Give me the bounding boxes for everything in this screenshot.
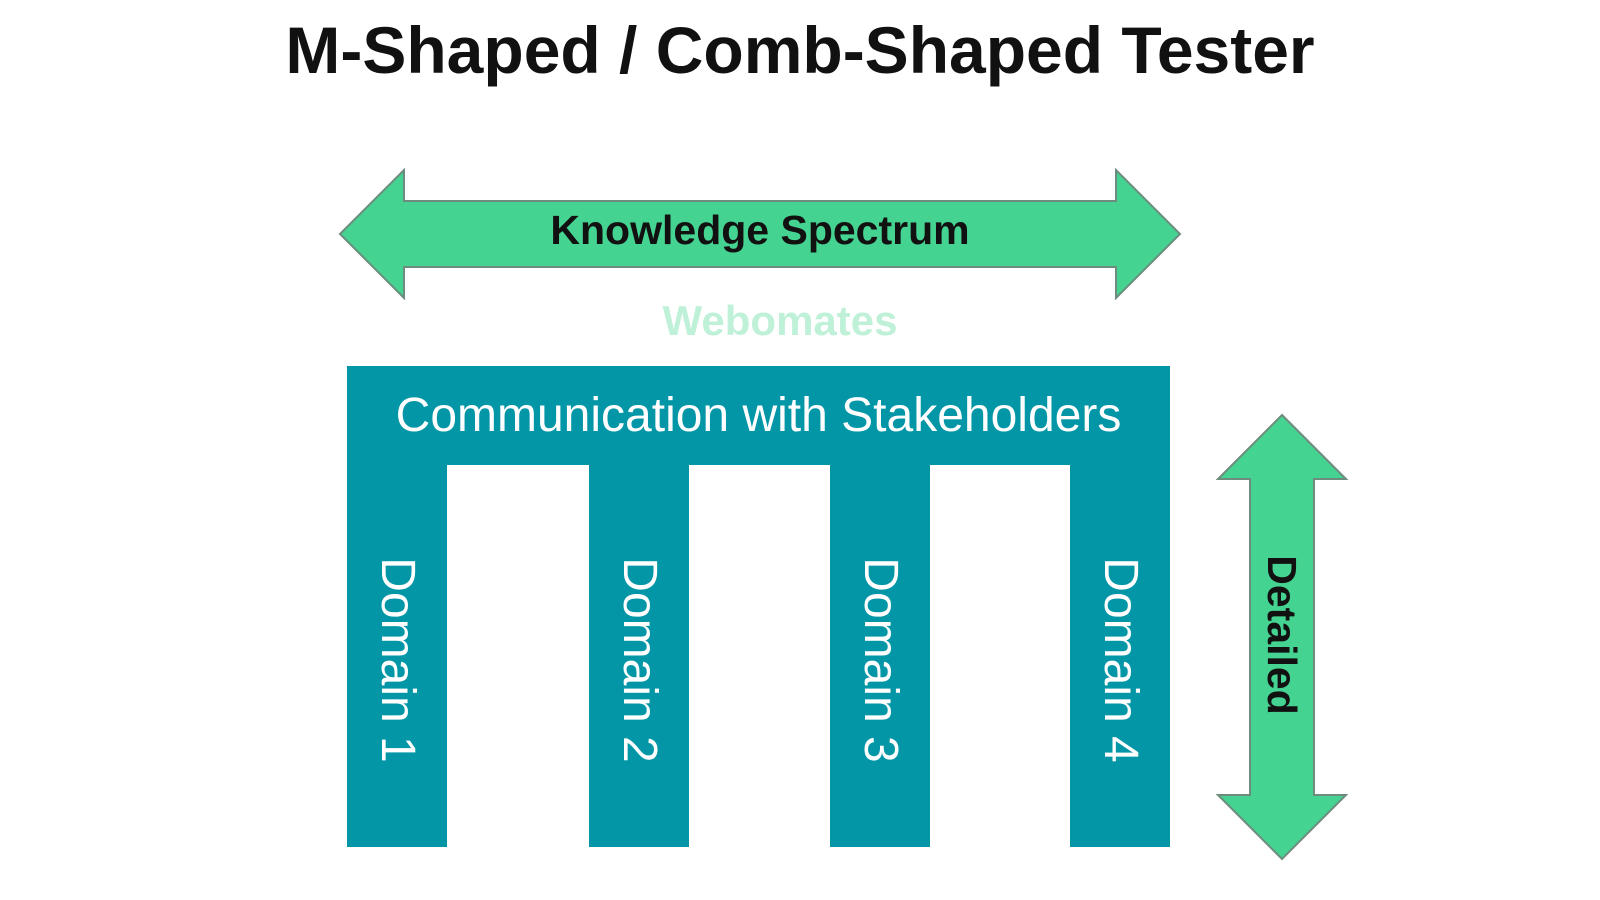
comb-header-label: Communication with Stakeholders [395,389,1122,442]
domain-tooth-4: Domain 4 [1070,465,1170,847]
domain-tooth-2: Domain 2 [589,465,689,847]
knowledge-spectrum-label: Knowledge Spectrum [550,207,970,253]
detailed-label: Detailed [1259,555,1305,715]
knowledge-spectrum-arrow-shape [338,167,1182,301]
diagram-title: M-Shaped / Comb-Shaped Tester [285,13,1315,87]
watermark-logo: Webomates [662,297,898,344]
detailed-arrow-shape [1215,413,1349,861]
domain-tooth-3: Domain 3 [830,465,930,847]
comb-header: Communication with Stakeholders [347,366,1170,465]
domain-tooth-1: Domain 1 [347,465,447,847]
